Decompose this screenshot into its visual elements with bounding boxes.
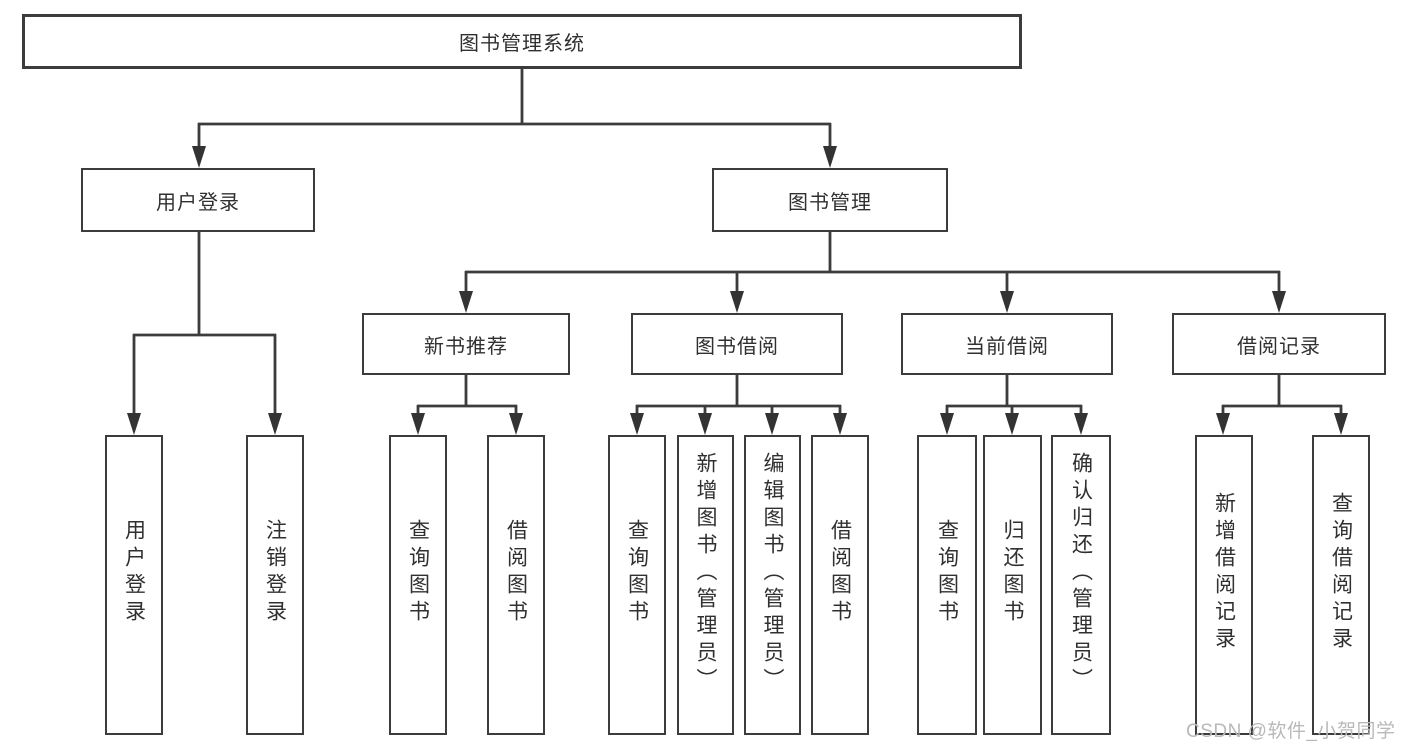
node-leaf-borrow-books-recommend-label: 借阅图书: [504, 519, 528, 627]
node-new-book-recommend: 新书推荐: [362, 313, 570, 375]
node-current-borrowing: 当前借阅: [901, 313, 1113, 375]
node-leaf-query-books-recommend: 查询图书: [389, 435, 447, 735]
node-leaf-add-book-admin: 新增图书（管理员）: [677, 435, 734, 735]
node-leaf-confirm-return-admin-label: 确认归还（管理员）: [1069, 451, 1093, 695]
arrowheads: [127, 146, 1348, 435]
node-leaf-query-books-borrowing-label: 查询图书: [625, 519, 649, 627]
node-borrowing-records: 借阅记录: [1172, 313, 1386, 375]
node-leaf-query-books-recommend-label: 查询图书: [406, 519, 430, 627]
node-leaf-return-books-label: 归还图书: [1001, 519, 1024, 627]
node-leaf-add-borrow-record-label: 新增借阅记录: [1212, 492, 1236, 654]
node-leaf-edit-book-admin-label: 编辑图书（管理员）: [761, 451, 784, 695]
node-leaf-query-borrow-record: 查询借阅记录: [1312, 435, 1370, 735]
node-leaf-user-login-label: 用户登录: [122, 519, 146, 627]
node-leaf-edit-book-admin: 编辑图书（管理员）: [744, 435, 801, 735]
node-book-borrowing: 图书借阅: [631, 313, 843, 375]
node-leaf-logout-label: 注销登录: [263, 519, 287, 627]
node-leaf-query-books-current: 查询图书: [917, 435, 977, 735]
node-leaf-add-borrow-record: 新增借阅记录: [1195, 435, 1253, 735]
node-leaf-add-book-admin-label: 新增图书（管理员）: [694, 451, 717, 695]
node-leaf-query-borrow-record-label: 查询借阅记录: [1329, 492, 1353, 654]
node-leaf-borrow-books-borrowing: 借阅图书: [811, 435, 869, 735]
node-user-login: 用户登录: [81, 168, 315, 232]
csdn-watermark: CSDN @软件_小贺同学: [1186, 721, 1396, 742]
node-leaf-return-books: 归还图书: [983, 435, 1042, 735]
node-leaf-borrow-books-borrowing-label: 借阅图书: [828, 519, 852, 627]
node-leaf-user-login: 用户登录: [105, 435, 163, 735]
node-leaf-query-books-borrowing: 查询图书: [608, 435, 666, 735]
node-book-management: 图书管理: [712, 168, 948, 232]
node-leaf-query-books-current-label: 查询图书: [935, 519, 959, 627]
node-leaf-confirm-return-admin: 确认归还（管理员）: [1051, 435, 1111, 735]
node-leaf-logout: 注销登录: [246, 435, 304, 735]
node-leaf-borrow-books-recommend: 借阅图书: [487, 435, 545, 735]
node-library-management-system: 图书管理系统: [22, 14, 1022, 69]
